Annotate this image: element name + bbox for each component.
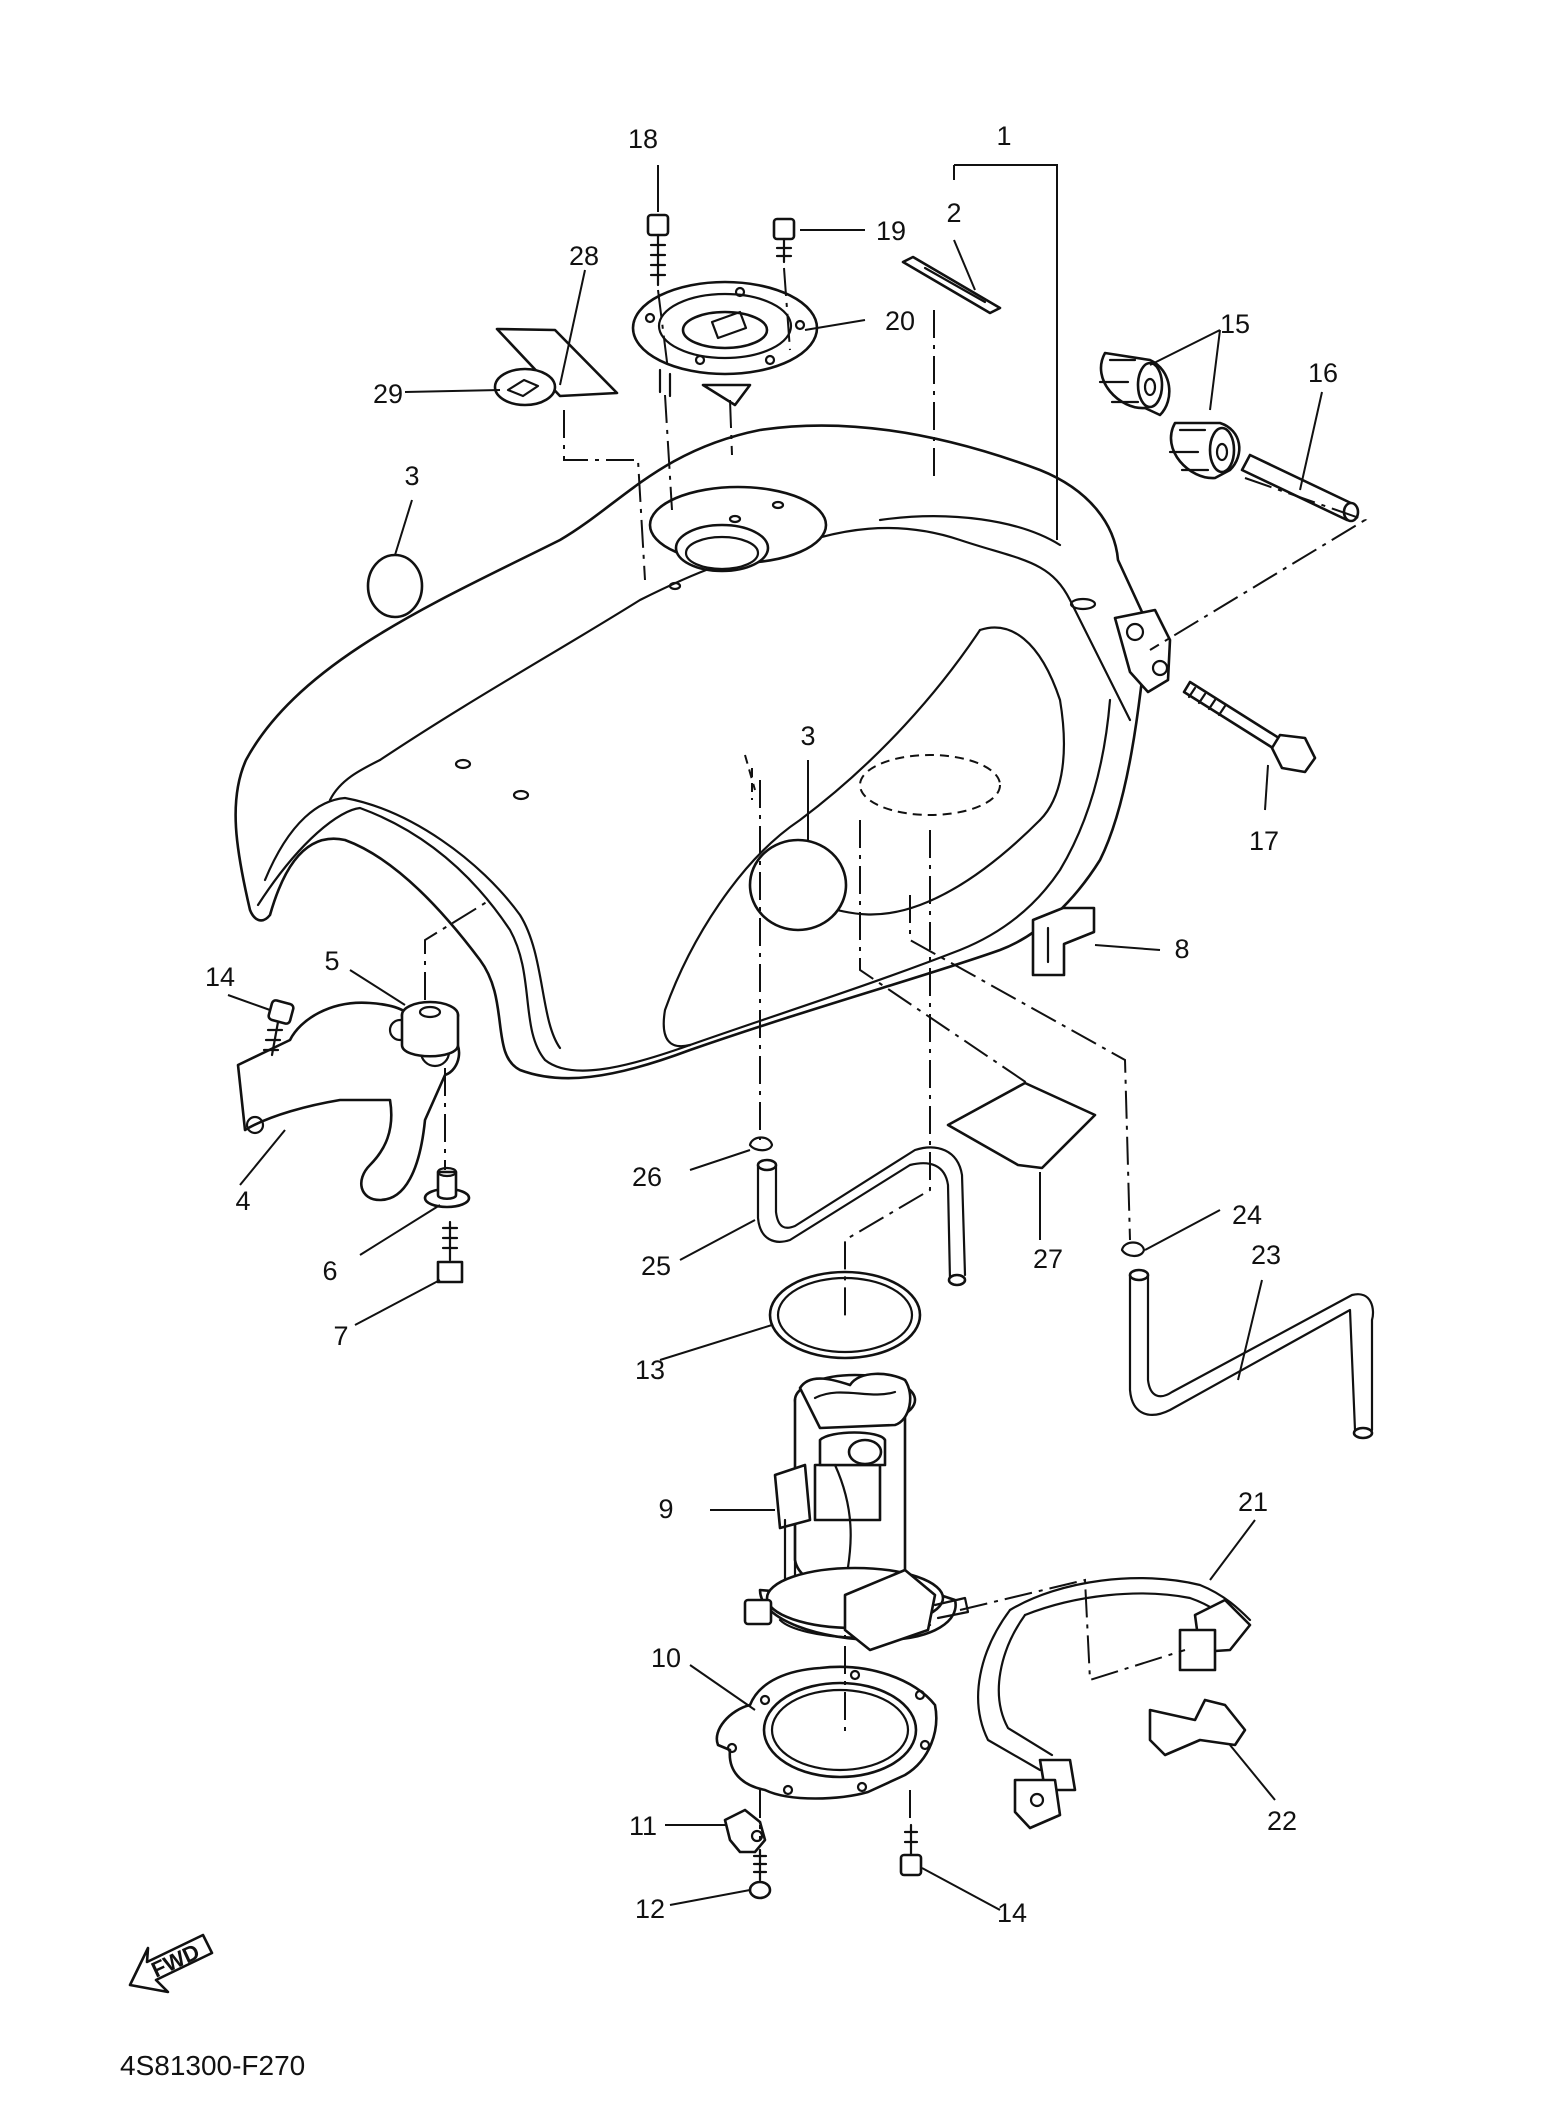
callout-1: 1 [996,121,1011,151]
callout-3b: 3 [800,721,815,751]
callout-12: 12 [635,1894,665,1924]
callout-5: 5 [324,946,339,976]
bolt-19 [646,213,670,287]
callout-21: 20 [885,306,915,336]
diagram-code: 4S81300-F270 [120,2050,305,2081]
callout-7: 7 [333,1321,348,1351]
bolt-14 [899,1823,923,1877]
hose-24 [1128,1268,1375,1440]
callout-26: 25 [641,1251,671,1281]
callout-4: 4 [235,1186,250,1216]
part-23 [1148,1698,1247,1757]
callout-23: 22 [1267,1806,1297,1836]
callout-labels: 1 2 3 3 4 5 6 7 8 9 10 11 12 14 13 14 15… [205,121,1338,1928]
clip-25 [1120,1241,1146,1258]
label-2 [901,255,1002,315]
callout-15: 14 [205,962,235,992]
part-8 [1031,906,1096,977]
callout-6: 6 [322,1256,337,1286]
collar-6 [423,1166,471,1209]
bolt-20 [772,217,796,264]
filler-cap-assembly [631,280,819,407]
callout-28: 27 [1033,1244,1063,1274]
callout-22: 21 [1238,1487,1268,1517]
damper-16b [1168,421,1241,480]
damper-5 [400,1000,460,1058]
fwd-arrow-icon: FWD [128,1933,214,1994]
callout-10: 10 [651,1643,681,1673]
bolt-18 [1182,680,1317,774]
callout-17: 16 [1308,358,1338,388]
hose-22 [977,1577,1252,1830]
fwd-label: FWD [147,1939,203,1983]
callout-3a: 3 [404,461,419,491]
callout-24: 23 [1251,1240,1281,1270]
emblem-30 [493,367,557,407]
screw-12 [748,1848,772,1900]
callout-11: 11 [629,1811,657,1841]
clip-27 [748,1136,774,1152]
assembly-lines [424,267,1368,1840]
damper-16a [1098,351,1171,417]
callout-27: 26 [632,1162,662,1192]
leader-lines [227,164,1323,1911]
callout-8: 8 [1174,934,1189,964]
bolt-15 [262,999,295,1057]
callout-25: 24 [1232,1200,1262,1230]
callout-14: 14 [997,1898,1027,1928]
callout-19: 18 [628,124,658,154]
callout-16: 15 [1220,309,1250,339]
callout-13: 13 [635,1355,665,1385]
flange-10 [715,1665,938,1800]
callout-20: 19 [876,216,906,246]
bolt-7 [436,1220,464,1284]
callout-30: 29 [373,379,403,409]
fuel-tank [234,424,1172,1080]
part-11 [723,1808,767,1854]
hose-26 [756,1146,967,1287]
collar-17 [1240,453,1360,523]
callout-9: 9 [658,1494,673,1524]
plate-28 [946,1081,1097,1170]
callout-2: 2 [946,198,961,228]
callout-29: 28 [569,241,599,271]
fuel-pump-9 [743,1372,970,1652]
callout-18: 17 [1249,826,1279,856]
